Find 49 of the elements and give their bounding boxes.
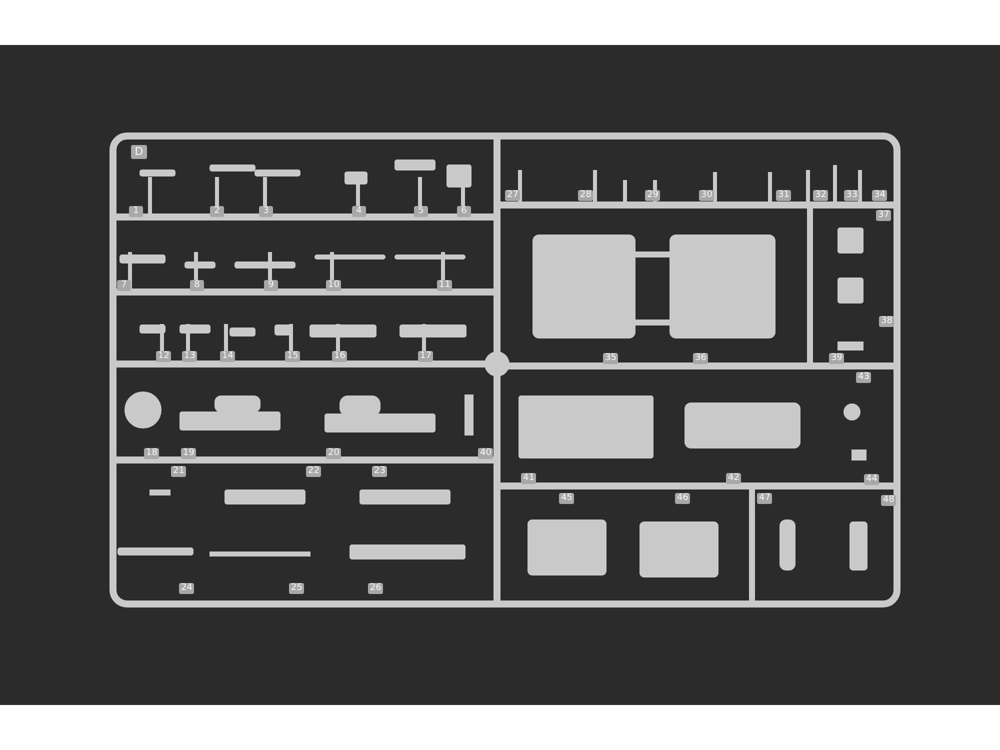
part-number-tag: 40 [478,448,494,459]
part-number-tag: 47 [757,493,772,504]
part-number-tag: 7 [117,280,131,291]
part-number-tag: 43 [856,372,872,383]
part-number-tag: 12 [156,351,172,362]
part-number-tag: 26 [368,583,384,594]
part-number-tag: 35 [603,353,618,364]
part-number-tag: 14 [220,351,236,362]
part-number-tag: 31 [776,190,792,201]
part-number-tag: 11 [437,280,452,291]
part-number-tag: 25 [289,583,304,594]
part-number-tag: 10 [326,280,342,291]
part-number-tag: 4 [352,206,366,217]
part-number-tag: 8 [190,280,204,291]
part-number-tag: 20 [326,448,342,459]
part-number-tag: 1 [129,206,143,217]
part-number-tag: 2 [210,206,224,217]
part-number-tag: 27 [505,190,520,201]
part-number-tag: 39 [829,353,844,364]
part-number-tag: 15 [285,351,300,362]
part-number-tag: 41 [521,473,536,484]
part-number-tag: 36 [693,353,708,364]
part-number-tag: 28 [578,190,594,201]
part-number-tag: 44 [864,474,880,485]
part-number-tag: 9 [264,280,278,291]
part-number-tag: 13 [182,351,198,362]
part-number-tag: 32 [813,190,828,201]
part-number-tag: 3 [259,206,273,217]
part-number-tag: 23 [372,466,388,477]
part-number-tag: 33 [844,190,860,201]
part-number-tag: 48 [881,495,896,506]
part-number-tag: 16 [332,351,348,362]
part-number-tag: 19 [181,448,196,459]
part-number-tag: 24 [179,583,194,594]
part-number-tag: 17 [418,351,434,362]
part-number-tag: 18 [144,448,160,459]
part-number-tag: 30 [699,190,714,201]
part-number-tag: 45 [559,493,574,504]
part-number-tag: 21 [171,466,186,477]
part-number-tag: 34 [872,190,888,201]
part-number-tag: 5 [414,206,428,217]
part-number-tag: 38 [879,316,894,327]
part-number-tag: 42 [726,473,742,484]
part-number-tag: 22 [306,466,322,477]
part-number-tag: D [131,145,147,159]
part-number-tag: 6 [457,206,471,217]
part-number-tag: 37 [876,210,892,221]
part-number-tag: 46 [675,493,690,504]
part-number-tag: 29 [645,190,660,201]
